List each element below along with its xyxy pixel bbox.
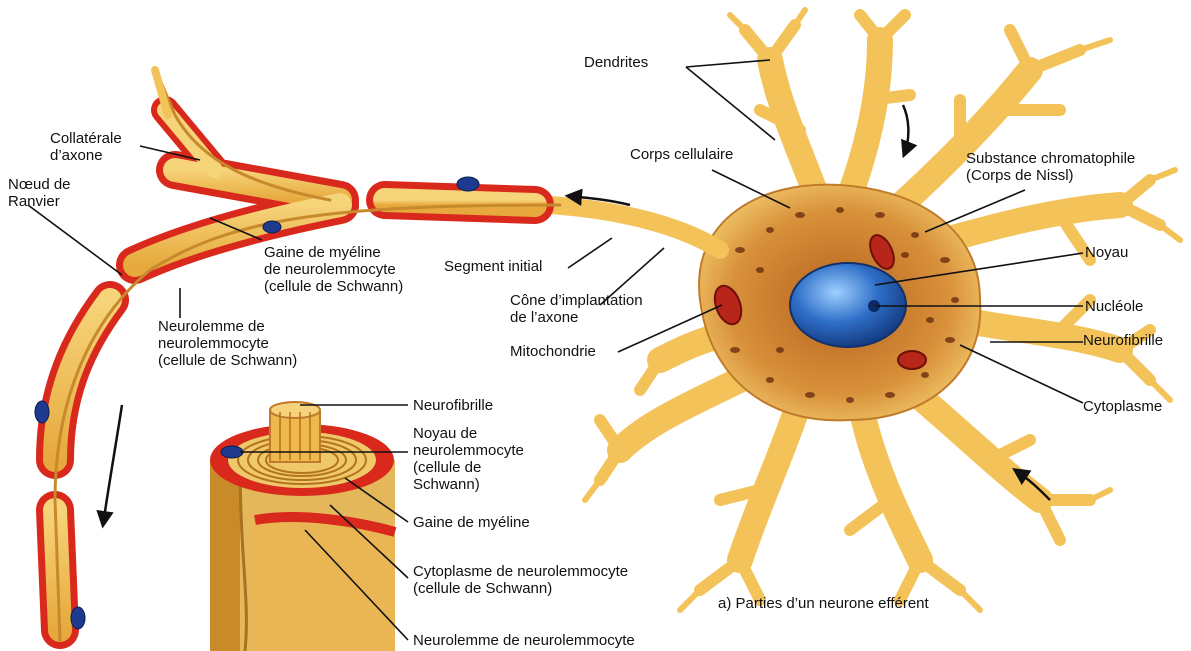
label-mitochondrie: Mitochondrie xyxy=(510,343,596,360)
label-substance-chromatophile: Substance chromatophile(Corps de Nissl) xyxy=(966,150,1135,184)
label-cytoplasme: Cytoplasme xyxy=(1083,398,1162,415)
label-corps-cellulaire: Corps cellulaire xyxy=(630,146,733,163)
arrow-dendrite-top xyxy=(903,105,908,155)
myelin-cross-section xyxy=(210,402,395,651)
label-segment-initial: Segment initial xyxy=(444,258,542,275)
arrow-axon-down xyxy=(103,405,122,525)
nucleus xyxy=(790,263,906,347)
figure-caption: a) Parties d’un neurone efférent xyxy=(718,595,929,612)
label-nucleole: Nucléole xyxy=(1085,298,1143,315)
label-dendrites: Dendrites xyxy=(584,54,648,71)
label-neurolemme-neurolemmocyte: Neurolemme de neurolemmocyte xyxy=(413,632,635,649)
label-gaine-myeline: Gaine de myéline xyxy=(413,514,530,531)
soma-group xyxy=(699,185,980,421)
label-neurofibrille-inset: Neurofibrille xyxy=(413,397,493,414)
label-cytoplasme-neurolemmocyte: Cytoplasme de neurolemmocyte(cellule de … xyxy=(413,563,628,597)
label-neurofibrille-right: Neurofibrille xyxy=(1083,332,1163,349)
label-noyau: Noyau xyxy=(1085,244,1128,261)
